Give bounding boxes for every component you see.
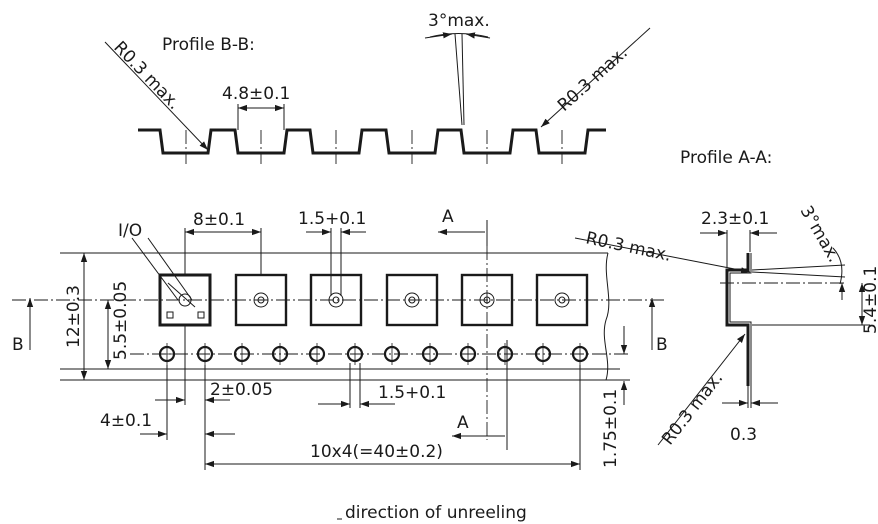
profile-aa-thickness: 0.3 (730, 425, 757, 445)
edge-to-sprocket: 1.75±0.1 (601, 389, 621, 468)
profile-bb-pocket-width: 4.8±0.1 (222, 84, 290, 104)
pocket-hole-diameter: 1.5+0.1 (298, 209, 366, 229)
section-b-left-label: B (12, 335, 24, 355)
section-a-bottom-label: A (457, 413, 469, 433)
profile-aa-radius-bottom: R0.3 max. (658, 368, 727, 449)
tape-top-view: I/O 8±0.1 1.5+0.1 A 12±0.3 5.5±0.05 B B (12, 207, 668, 470)
sprocket-pitch: 4±0.1 (100, 411, 152, 431)
profile-bb-radius-right: R0.3 max. (554, 43, 632, 116)
sprocket-to-pocket: 2±0.05 (210, 380, 273, 400)
section-a-top-label: A (442, 207, 454, 227)
profile-bb-tape-outline (138, 128, 606, 155)
profile-bb-draft-angle: 3°max. (428, 11, 490, 31)
pocket (309, 273, 363, 327)
profile-bb-pocket-centerlines (185, 130, 563, 164)
cumulative-pitch: 10x4(=40±0.2) (310, 442, 443, 462)
pocket-offset: 5.5±0.05 (111, 281, 131, 360)
tape-break-line (603, 252, 610, 381)
unreeling-direction: direction of unreeling (337, 503, 527, 523)
profile-bb-view: Profile B-B: R0.3 max. R0.3 max. 4.8±0.1… (104, 11, 651, 164)
section-b-right-label: B (656, 335, 668, 355)
profile-aa-pocket-depth: 2.3±0.1 (701, 209, 769, 229)
profile-bb-title: Profile B-B: (162, 35, 255, 55)
profile-aa-section-outline (725, 253, 750, 386)
profile-aa-radius-top: R0.3 max. (584, 228, 673, 266)
pocket (535, 273, 589, 327)
pin1-label: I/O (118, 221, 142, 241)
sprocket-hole-diameter: 1.5+0.1 (378, 383, 446, 403)
pocket (385, 273, 439, 327)
profile-aa-height: 5.4±0.1 (861, 266, 878, 334)
direction-label: direction of unreeling (345, 503, 527, 523)
profile-aa-title: Profile A-A: (680, 148, 772, 168)
profile-aa-angle: 3°max. (796, 203, 844, 266)
pocket-pitch: 8±0.1 (193, 210, 245, 230)
tape-width: 12±0.3 (64, 285, 84, 348)
